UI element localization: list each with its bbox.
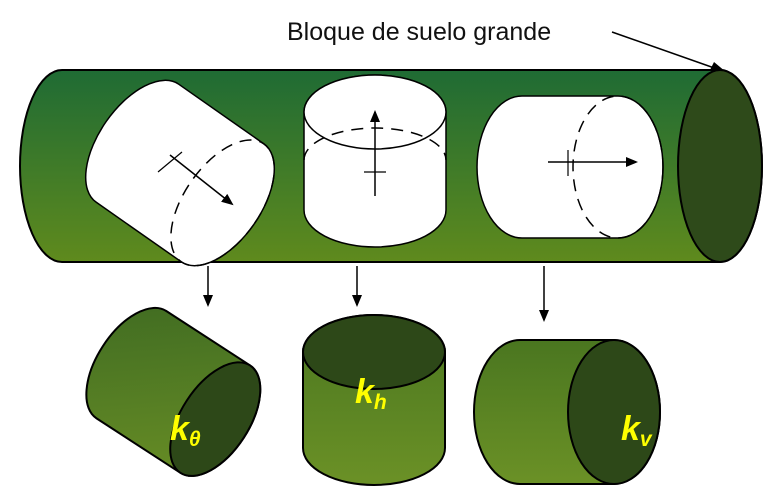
label-k-theta: kθ [170,410,201,451]
cutout-horizontal [476,95,664,239]
sample-inclined-face [169,361,262,477]
sample-inclined: kθ [85,306,262,477]
sample-vertical: kh [302,314,446,486]
sample-vertical-face [302,314,446,390]
diagram-title: Bloque de suelo grande [287,18,551,46]
title-pointer-line [611,31,721,71]
cutout-vertical [303,74,447,248]
large-block-end-face [677,69,763,263]
sample-horizontal: kv [473,339,661,485]
cutout-inclined [84,79,276,267]
sample-horizontal-face [567,339,661,485]
label-k-v: kv [621,410,653,451]
label-k-h: kh [355,373,387,414]
inclined-axis-arrow [169,154,234,206]
